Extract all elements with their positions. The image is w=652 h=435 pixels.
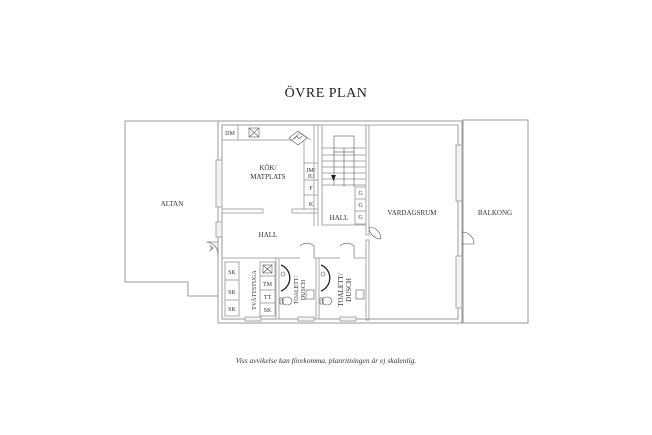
room-label-altan: ALTAN (161, 200, 184, 208)
fixture-k: K (309, 202, 314, 208)
fixture-im: IM/ (307, 168, 316, 174)
fixture-sk-1: SK (228, 270, 236, 276)
fixture-dm: DM (225, 131, 235, 137)
fixture-sk-laundry: SK (264, 308, 272, 314)
room-label-toalett1-2: DUSCH (301, 279, 307, 300)
room-label-vardagsrum: VARDAGSRUM (388, 209, 438, 217)
room-label-toalett2-2: DUSCH (345, 278, 353, 302)
fixture-g-3: G (358, 215, 363, 221)
windows (215, 144, 463, 309)
disclaimer-caption: Viss avvikelse kan förekomma, planritnin… (235, 356, 417, 365)
plan-title: ÖVRE PLAN (284, 86, 368, 101)
fixture-g-2: G (358, 203, 363, 209)
doors (205, 226, 475, 258)
room-label-kok-1: KÖK/ (259, 164, 276, 172)
entrance-arrow-icon (209, 244, 214, 252)
fixture-sk-2: SK (228, 290, 236, 296)
room-label-hall-right: HALL (330, 214, 349, 222)
fixture-tt: TT (264, 295, 272, 301)
room-label-hall-left: HALL (259, 231, 278, 239)
stair-arrow-icon (331, 175, 336, 181)
living-room-walls (365, 124, 458, 321)
room-label-balkong: BALKONG (478, 209, 512, 217)
lower-rooms (222, 257, 366, 322)
fixture-tm: TM (263, 282, 273, 288)
balkong-area (462, 119, 529, 324)
fixture-g-1: G (358, 191, 363, 197)
kitchen-walls (221, 125, 319, 226)
stair (321, 124, 367, 226)
room-label-tvattstuga: TVÄTTSTUGA (251, 270, 258, 310)
balcony-door (461, 231, 475, 245)
room-label-kok-2: MATPLATS (250, 173, 286, 181)
entrance-door (205, 241, 219, 255)
fixture-f: F (309, 186, 313, 192)
room-label-toalett1-1: TOALETT/ (294, 275, 300, 304)
fixture-sk-3: SK (228, 307, 236, 313)
fixture-iu: IU (308, 174, 315, 180)
room-label-toalett2-1: TOALETT/ (337, 273, 345, 306)
altan-area (124, 120, 218, 297)
